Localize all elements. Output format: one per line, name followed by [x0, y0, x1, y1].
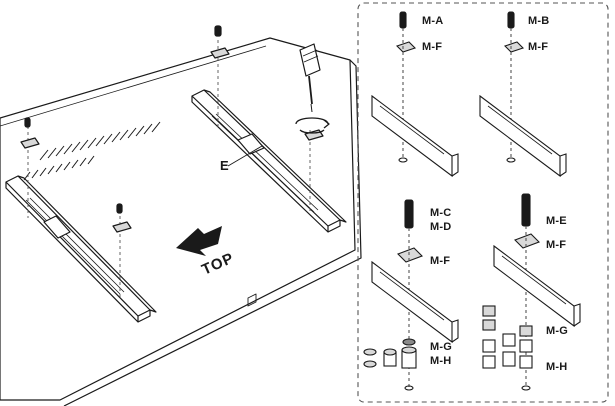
panel4-spacer-label-1: M-G: [546, 325, 568, 337]
panel2-washer-label: M-F: [528, 41, 548, 53]
rail-label-e: E: [220, 158, 229, 173]
panel4-screw-label: M-E: [546, 215, 567, 227]
rotate-icon: [295, 117, 330, 134]
main-assembly-view: [0, 25, 362, 406]
tv-back-panel: [0, 37, 362, 406]
panel3-screw-label-2: M-D: [430, 221, 451, 233]
panel4-spacer-label-2: M-H: [546, 361, 567, 373]
screwdriver-icon: [299, 43, 321, 113]
rail-leader-line: [227, 145, 263, 167]
panel4-washer-label: M-F: [546, 239, 566, 251]
panel3-spacer-label-2: M-H: [430, 355, 451, 367]
panel1-screw-label: M-A: [422, 15, 443, 27]
left-mounting-rail: [5, 175, 157, 323]
panel2-screw-label: M-B: [528, 15, 549, 27]
detail-panel-3: [363, 199, 459, 391]
panel3-washer-label: M-F: [430, 255, 450, 267]
detail-panel-4: [482, 193, 581, 391]
panel3-spacer-label-1: M-G: [430, 341, 452, 353]
hardware-detail-panel: [357, 2, 609, 403]
vent-slots: [23, 121, 161, 181]
panel3-screw-label-1: M-C: [430, 207, 451, 219]
detail-panel-1: [371, 11, 459, 178]
detail-panel-2: [479, 11, 567, 178]
top-direction-arrow: [176, 226, 222, 256]
panel1-washer-label: M-F: [422, 41, 442, 53]
